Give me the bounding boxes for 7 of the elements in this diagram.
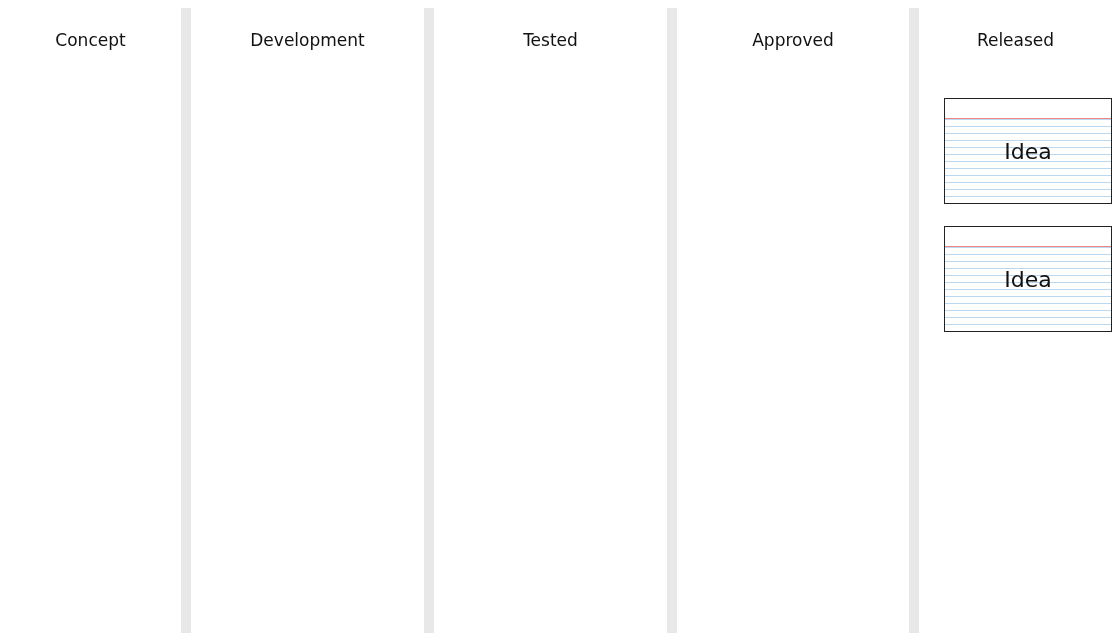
column-heading: Approved: [751, 30, 835, 50]
column-heading: Released: [975, 30, 1056, 50]
index-card: Idea: [944, 98, 1112, 204]
column-heading: Concept: [54, 30, 127, 50]
index-card: Idea: [944, 226, 1112, 332]
column-heading: Tested: [522, 30, 579, 50]
column-heading: Development: [249, 30, 366, 50]
